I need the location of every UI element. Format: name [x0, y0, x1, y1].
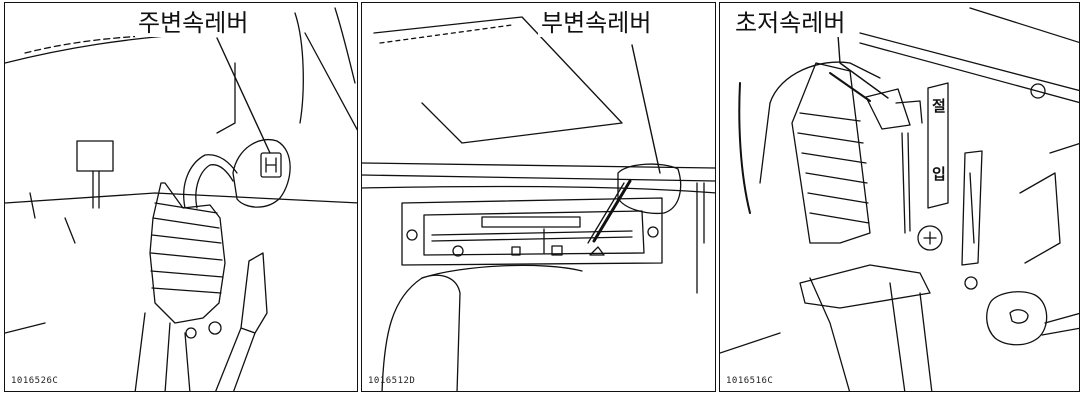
figure-code: 1016512D — [368, 376, 416, 386]
panel-title: 주변속레버 — [135, 9, 252, 37]
creeper-lever-illustration — [720, 7, 1079, 391]
sub-shift-lever-illustration — [362, 16, 715, 391]
figure-code: 1016516C — [726, 376, 774, 386]
plate-label-bottom: 입 — [932, 165, 946, 183]
figure-code: 1016526C — [11, 376, 59, 386]
panel-title: 부변속레버 — [538, 9, 655, 37]
panel-creeper-lever: 초저속레버 절 입 1016516C — [719, 2, 1080, 392]
panel-sub-shift-lever: 부변속레버 1016512D — [361, 2, 716, 392]
panel-main-shift-lever: 주변속레버 1016526C — [4, 2, 358, 392]
panel-title: 초저속레버 — [732, 9, 849, 37]
plate-label-top: 절 — [932, 97, 946, 115]
main-shift-lever-illustration — [5, 7, 357, 391]
